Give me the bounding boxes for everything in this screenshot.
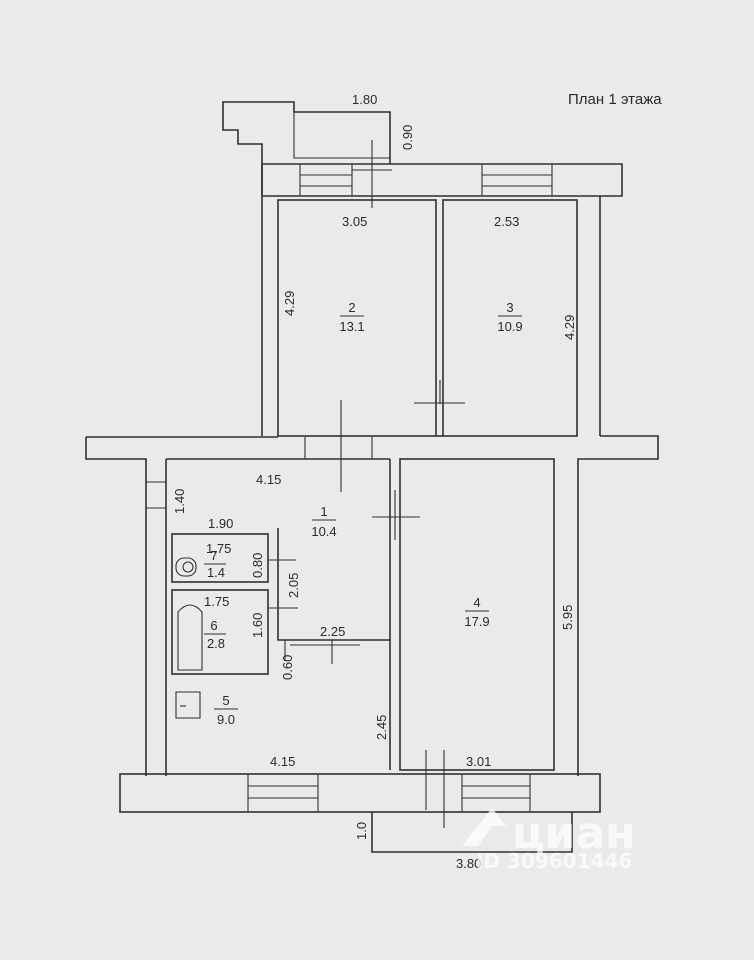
room-6-area: 2.8 xyxy=(207,636,225,651)
dim-hall-width: 2.25 xyxy=(320,624,345,639)
room-4-area: 17.9 xyxy=(464,614,489,629)
top-porch xyxy=(222,101,391,196)
watermark: циан ID 309601446 xyxy=(462,808,636,873)
dim-wc-width: 1.75 xyxy=(206,541,231,556)
dim-balcony-width: 3.80 xyxy=(456,856,481,871)
room-2-number: 2 xyxy=(348,300,355,315)
room-4-walls xyxy=(399,458,555,771)
room-7-number: 7 xyxy=(210,548,217,563)
wet-rooms xyxy=(171,533,360,719)
room-7-area: 1.4 xyxy=(207,565,225,580)
room-4-number: 4 xyxy=(473,595,480,610)
watermark-id: ID 309601446 xyxy=(476,849,632,873)
dim-room5-length: 2.45 xyxy=(374,715,389,740)
dim-bath-depth: 1.60 xyxy=(250,613,265,638)
dim-room4-width: 3.01 xyxy=(466,754,491,769)
upper-rooms-walls xyxy=(261,196,601,492)
balcony xyxy=(371,812,573,853)
room-5-number: 5 xyxy=(222,693,229,708)
dim-hall-gap: 0.60 xyxy=(280,655,295,680)
room-2-area: 13.1 xyxy=(339,319,364,334)
room-1-walls xyxy=(146,459,420,776)
dim-room4-length: 5.95 xyxy=(560,605,575,630)
dim-room2-length: 4.29 xyxy=(282,291,297,316)
dim-room1-width: 4.15 xyxy=(256,472,281,487)
dim-corridor: 1.40 xyxy=(172,489,187,514)
bottom-wall xyxy=(119,750,601,828)
room-labels: 2 13.1 3 10.9 1 10.4 4 17.9 5 9.0 6 2.8 … xyxy=(204,300,523,727)
room-1-area: 10.4 xyxy=(311,524,336,539)
dim-room3-width: 2.53 xyxy=(494,214,519,229)
dim-room1-length: 2.05 xyxy=(286,573,301,598)
watermark-brand: циан xyxy=(512,808,636,859)
room-6-number: 6 xyxy=(210,618,217,633)
dim-room5-width: 4.15 xyxy=(270,754,295,769)
dim-balcony-depth: 1.0 xyxy=(354,822,369,840)
dim-room3-length: 4.29 xyxy=(562,315,577,340)
room-1-number: 1 xyxy=(320,504,327,519)
room-5-area: 9.0 xyxy=(217,712,235,727)
room-3-area: 10.9 xyxy=(497,319,522,334)
top-wall xyxy=(261,140,623,208)
cian-logo-icon xyxy=(462,808,506,846)
room-3-number: 3 xyxy=(506,300,513,315)
dim-porch-depth: 0.90 xyxy=(400,125,415,150)
mid-wall xyxy=(85,435,659,776)
dim-porch-width: 1.80 xyxy=(352,92,377,107)
plan-title: План 1 этажа xyxy=(568,91,662,108)
dim-wc-depth: 0.80 xyxy=(250,553,265,578)
dim-bath-width: 1.75 xyxy=(204,594,229,609)
dim-wc-block-width: 1.90 xyxy=(208,516,233,531)
dimension-labels: 1.80 0.90 3.05 2.53 4.29 4.29 4.15 1.40 … xyxy=(172,92,577,871)
dim-room2-width: 3.05 xyxy=(342,214,367,229)
